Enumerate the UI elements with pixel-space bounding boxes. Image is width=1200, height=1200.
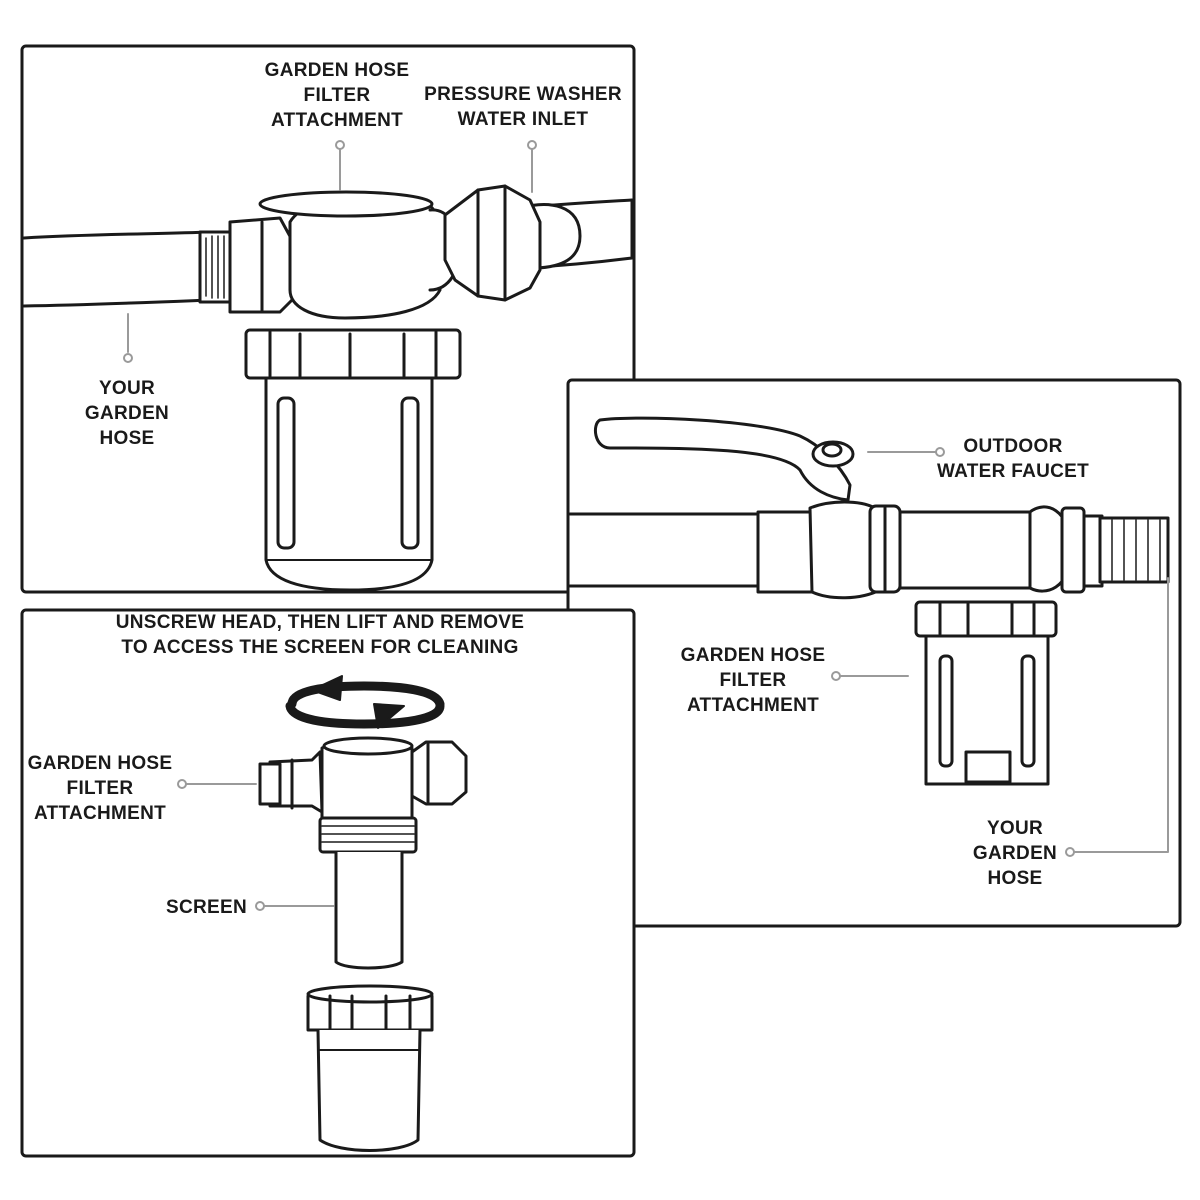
bottom-left-rotate-arrows	[285, 675, 445, 729]
label-line: WATER FAUCET	[936, 461, 1090, 482]
bottom-left-screen	[334, 850, 404, 970]
label-line: GARDEN HOSE	[27, 753, 173, 774]
right-garden-hose-label: YOUR GARDEN HOSE	[960, 816, 1070, 891]
bottom-left-leaders	[177, 779, 335, 911]
top-left-washer-inlet-label: PRESSURE WASHER WATER INLET	[418, 82, 628, 132]
label-line: ATTACHMENT	[33, 803, 167, 824]
top-left-filter-bowl	[264, 376, 434, 592]
label-line: GARDEN	[972, 843, 1058, 864]
top-left-inlet-coupling	[443, 184, 542, 302]
label-line: ATTACHMENT	[270, 110, 404, 131]
label-line: WATER INLET	[457, 109, 589, 130]
label-line: FILTER	[303, 85, 371, 106]
bottom-left-filter-attachment-label: GARDEN HOSE FILTER ATTACHMENT	[22, 751, 178, 826]
bottom-left-bowl-cap	[306, 984, 434, 1032]
label-line: GARDEN HOSE	[680, 645, 826, 666]
top-left-garden-hose-label: YOUR GARDEN HOSE	[72, 376, 182, 451]
label-line: FILTER	[66, 778, 134, 799]
label-line: TO ACCESS THE SCREEN FOR CLEANING	[121, 637, 519, 658]
label-line: HOSE	[987, 868, 1043, 889]
right-faucet-valve	[756, 500, 902, 600]
right-filter-attachment-label: GARDEN HOSE FILTER ATTACHMENT	[670, 643, 836, 718]
bottom-left-bowl	[316, 1028, 422, 1152]
label-line: OUTDOOR	[963, 436, 1063, 457]
right-filter-bowl	[924, 634, 1050, 786]
label-line: YOUR	[98, 378, 156, 399]
label-line: FILTER	[719, 670, 787, 691]
top-left-filter-attachment-label: GARDEN HOSE FILTER ATTACHMENT	[252, 58, 422, 133]
label-line: GARDEN HOSE	[264, 60, 410, 81]
bottom-left-instruction: UNSCREW HEAD, THEN LIFT AND REMOVE TO AC…	[90, 610, 550, 660]
bottom-left-screen-label: SCREEN	[166, 895, 247, 920]
label-line: HOSE	[99, 428, 155, 449]
right-faucet-handle	[593, 416, 855, 502]
right-hose-threads	[1098, 516, 1170, 584]
top-left-leaders	[123, 140, 537, 363]
label-line: UNSCREW HEAD, THEN LIFT AND REMOVE	[115, 612, 525, 633]
right-faucet-label: OUTDOOR WATER FAUCET	[928, 434, 1098, 484]
bottom-left-head-threads	[318, 816, 418, 854]
right-filter-body	[898, 505, 1104, 594]
label-line: PRESSURE WASHER	[424, 84, 622, 105]
label-line: YOUR	[986, 818, 1044, 839]
right-filter-cap	[914, 600, 1058, 638]
right-pipe	[568, 512, 772, 588]
right-leaders	[831, 447, 1169, 857]
panel-top-left-frame	[20, 44, 636, 594]
label-line: ATTACHMENT	[686, 695, 820, 716]
top-left-filter-cap	[244, 328, 462, 380]
bottom-left-filter-head	[258, 736, 468, 827]
top-left-garden-hose	[22, 230, 212, 308]
label-line: GARDEN	[84, 403, 170, 424]
panel-bottom-left-frame	[20, 608, 636, 1158]
top-left-hose-threads	[198, 216, 294, 314]
label-line: SCREEN	[166, 897, 247, 918]
